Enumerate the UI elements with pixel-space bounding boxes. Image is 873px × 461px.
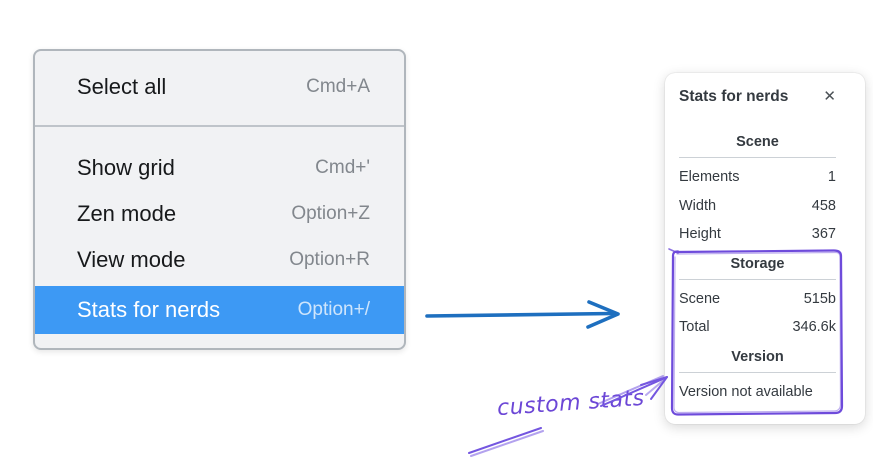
menu-item-shortcut: Option+R xyxy=(289,249,370,270)
section-divider xyxy=(679,371,836,373)
stats-panel-header: Stats for nerds ✕ xyxy=(679,87,836,107)
stat-value: 367 xyxy=(811,226,836,242)
stats-panel: Stats for nerds ✕ Scene Elements 1 Width… xyxy=(665,73,865,424)
menu-item-label: Stats for nerds xyxy=(77,297,221,322)
menu-item-view-mode[interactable]: View mode Option+R xyxy=(35,237,404,283)
menu-item-shortcut: Cmd+A xyxy=(306,76,370,97)
stat-row-height: Height 367 xyxy=(679,220,836,249)
menu-item-label: View mode xyxy=(77,247,186,272)
stats-panel-title: Stats for nerds xyxy=(679,88,789,105)
menu-to-panel-arrow xyxy=(425,300,620,329)
stat-label: Height xyxy=(679,226,721,242)
stat-label: Total xyxy=(679,319,710,335)
menu-item-zen-mode[interactable]: Zen mode Option+Z xyxy=(35,191,404,237)
stat-label: Scene xyxy=(679,290,721,307)
storage-section-heading: Storage xyxy=(730,255,785,272)
menu-item-shortcut: Option+Z xyxy=(291,203,370,224)
stat-row-total-size: Total 346.6k xyxy=(679,313,836,342)
menu-item-show-grid[interactable]: Show grid Cmd+' xyxy=(35,145,404,191)
stat-value: 346.6k xyxy=(792,319,836,335)
version-note: Version not available xyxy=(679,383,813,400)
section-divider xyxy=(679,278,836,280)
stat-row-width: Width 458 xyxy=(679,192,836,221)
menu-item-label: Zen mode xyxy=(77,201,177,226)
custom-stats-annotation: custom stats xyxy=(496,385,646,422)
stat-row-scene-size: Scene 515b xyxy=(679,285,836,314)
stat-label: Elements xyxy=(679,169,740,185)
menu-item-label: Show grid xyxy=(77,155,175,180)
stat-value: 458 xyxy=(811,197,836,214)
menu-divider xyxy=(35,125,404,127)
context-menu: Select all Cmd+A Show grid Cmd+' Zen mod… xyxy=(33,49,406,350)
stat-value: 515b xyxy=(803,290,836,307)
menu-item-shortcut: Cmd+' xyxy=(315,157,370,178)
menu-item-select-all[interactable]: Select all Cmd+A xyxy=(35,63,404,111)
menu-item-label: Select all xyxy=(77,74,167,99)
menu-item-stats-for-nerds[interactable]: Stats for nerds Option+/ xyxy=(35,286,404,334)
stat-row-elements: Elements 1 xyxy=(679,163,836,192)
stat-value: 1 xyxy=(827,169,836,185)
section-divider xyxy=(679,157,836,158)
close-icon[interactable]: ✕ xyxy=(823,88,836,105)
scene-section-heading: Scene xyxy=(736,134,779,150)
stat-label: Width xyxy=(679,197,717,214)
menu-item-shortcut: Option+/ xyxy=(297,299,370,320)
version-section-heading: Version xyxy=(731,348,784,365)
